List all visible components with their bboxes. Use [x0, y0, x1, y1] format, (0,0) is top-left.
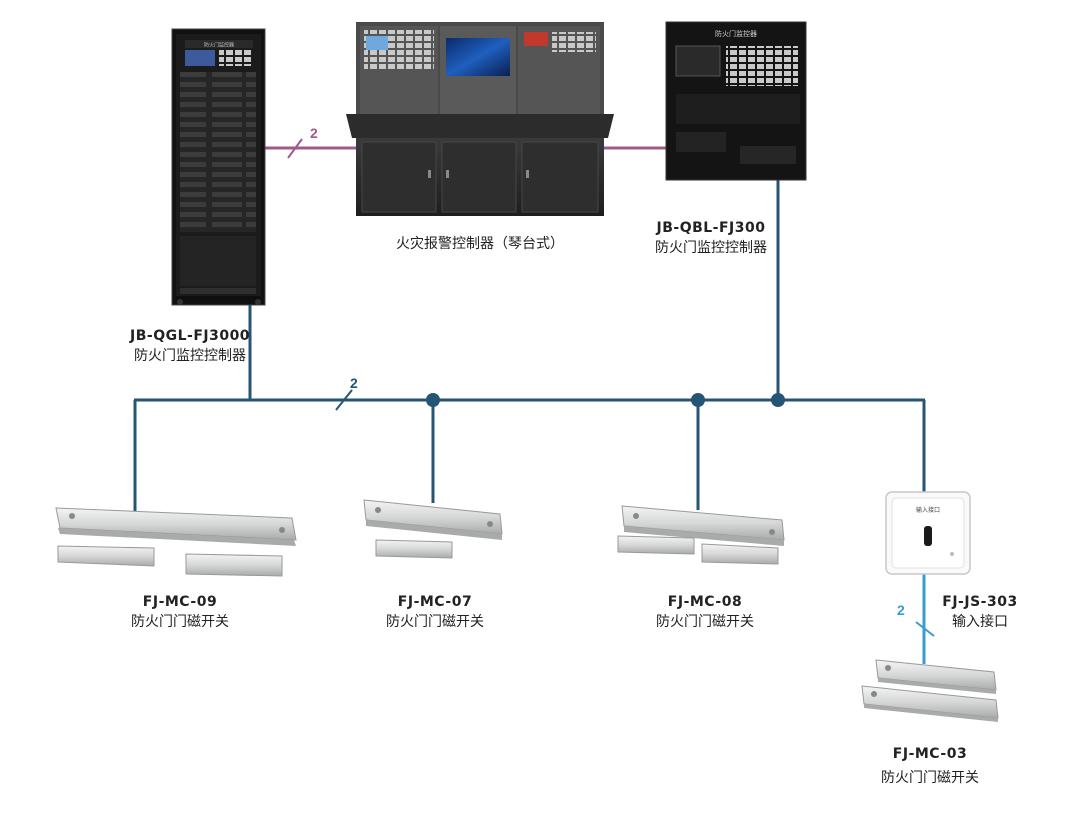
mc03-switch-device: [861, 659, 999, 722]
mc07-label: FJ-MC-07 防火门门磁开关: [375, 592, 495, 632]
rack-cabinet-device: 防火门监控器: [171, 28, 266, 306]
mc08-model: FJ-MC-08: [667, 594, 743, 610]
mc08-switch-device: [617, 505, 785, 565]
console-desc: 火灾报警控制器（琴台式）: [396, 236, 564, 252]
mc09-model: FJ-MC-09: [142, 594, 218, 610]
mc03-desc: 防火门门磁开关: [881, 770, 979, 786]
mc07-switch-device: [363, 499, 503, 559]
mc03-model: FJ-MC-03: [892, 746, 968, 762]
js303-face-label: 输入接口: [916, 506, 940, 514]
panel-screen-title: 防火门监控器: [715, 29, 757, 38]
junction-node: [771, 393, 785, 407]
wall-panel-device: 防火门监控器: [665, 21, 807, 181]
junction-node: [426, 393, 440, 407]
junction-node: [691, 393, 705, 407]
link-slash-mark: [287, 138, 303, 159]
rack-screen-title: 防火门监控器: [204, 42, 234, 49]
console-label: 火灾报警控制器（琴台式）: [380, 234, 580, 254]
js303-interface-device: 输入接口: [885, 491, 971, 575]
js303-desc: 输入接口: [952, 614, 1008, 630]
mc09-desc: 防火门门磁开关: [131, 614, 229, 630]
bus-slash-mark: [335, 389, 353, 411]
console-desk-device: [346, 22, 614, 216]
panel-label: JB-QBL-FJ300 防火门监控控制器: [646, 218, 776, 258]
branch-slash-mark: [915, 621, 935, 637]
panel-model: JB-QBL-FJ300: [656, 220, 766, 236]
rack-model: JB-QGL-FJ3000: [130, 328, 251, 344]
mc09-switch-device: [55, 507, 297, 577]
rack-desc: 防火门监控控制器: [134, 348, 246, 364]
js303-model: FJ-JS-303: [942, 594, 1018, 610]
rack-label: JB-QGL-FJ3000 防火门监控控制器: [130, 326, 250, 366]
wires: [133, 138, 935, 664]
mc09-label: FJ-MC-09 防火门门磁开关: [120, 592, 240, 632]
mc07-model: FJ-MC-07: [397, 594, 473, 610]
bus-count-label: 2: [350, 375, 358, 391]
branch-count-label: 2: [897, 602, 905, 618]
mc07-desc: 防火门门磁开关: [386, 614, 484, 630]
js303-label: FJ-JS-303 输入接口: [930, 592, 1030, 632]
mc08-label: FJ-MC-08 防火门门磁开关: [645, 592, 765, 632]
mc03-label: FJ-MC-03 防火门门磁开关: [870, 744, 990, 788]
panel-desc: 防火门监控控制器: [655, 240, 767, 256]
link-count-label: 2: [310, 125, 318, 141]
mc08-desc: 防火门门磁开关: [656, 614, 754, 630]
